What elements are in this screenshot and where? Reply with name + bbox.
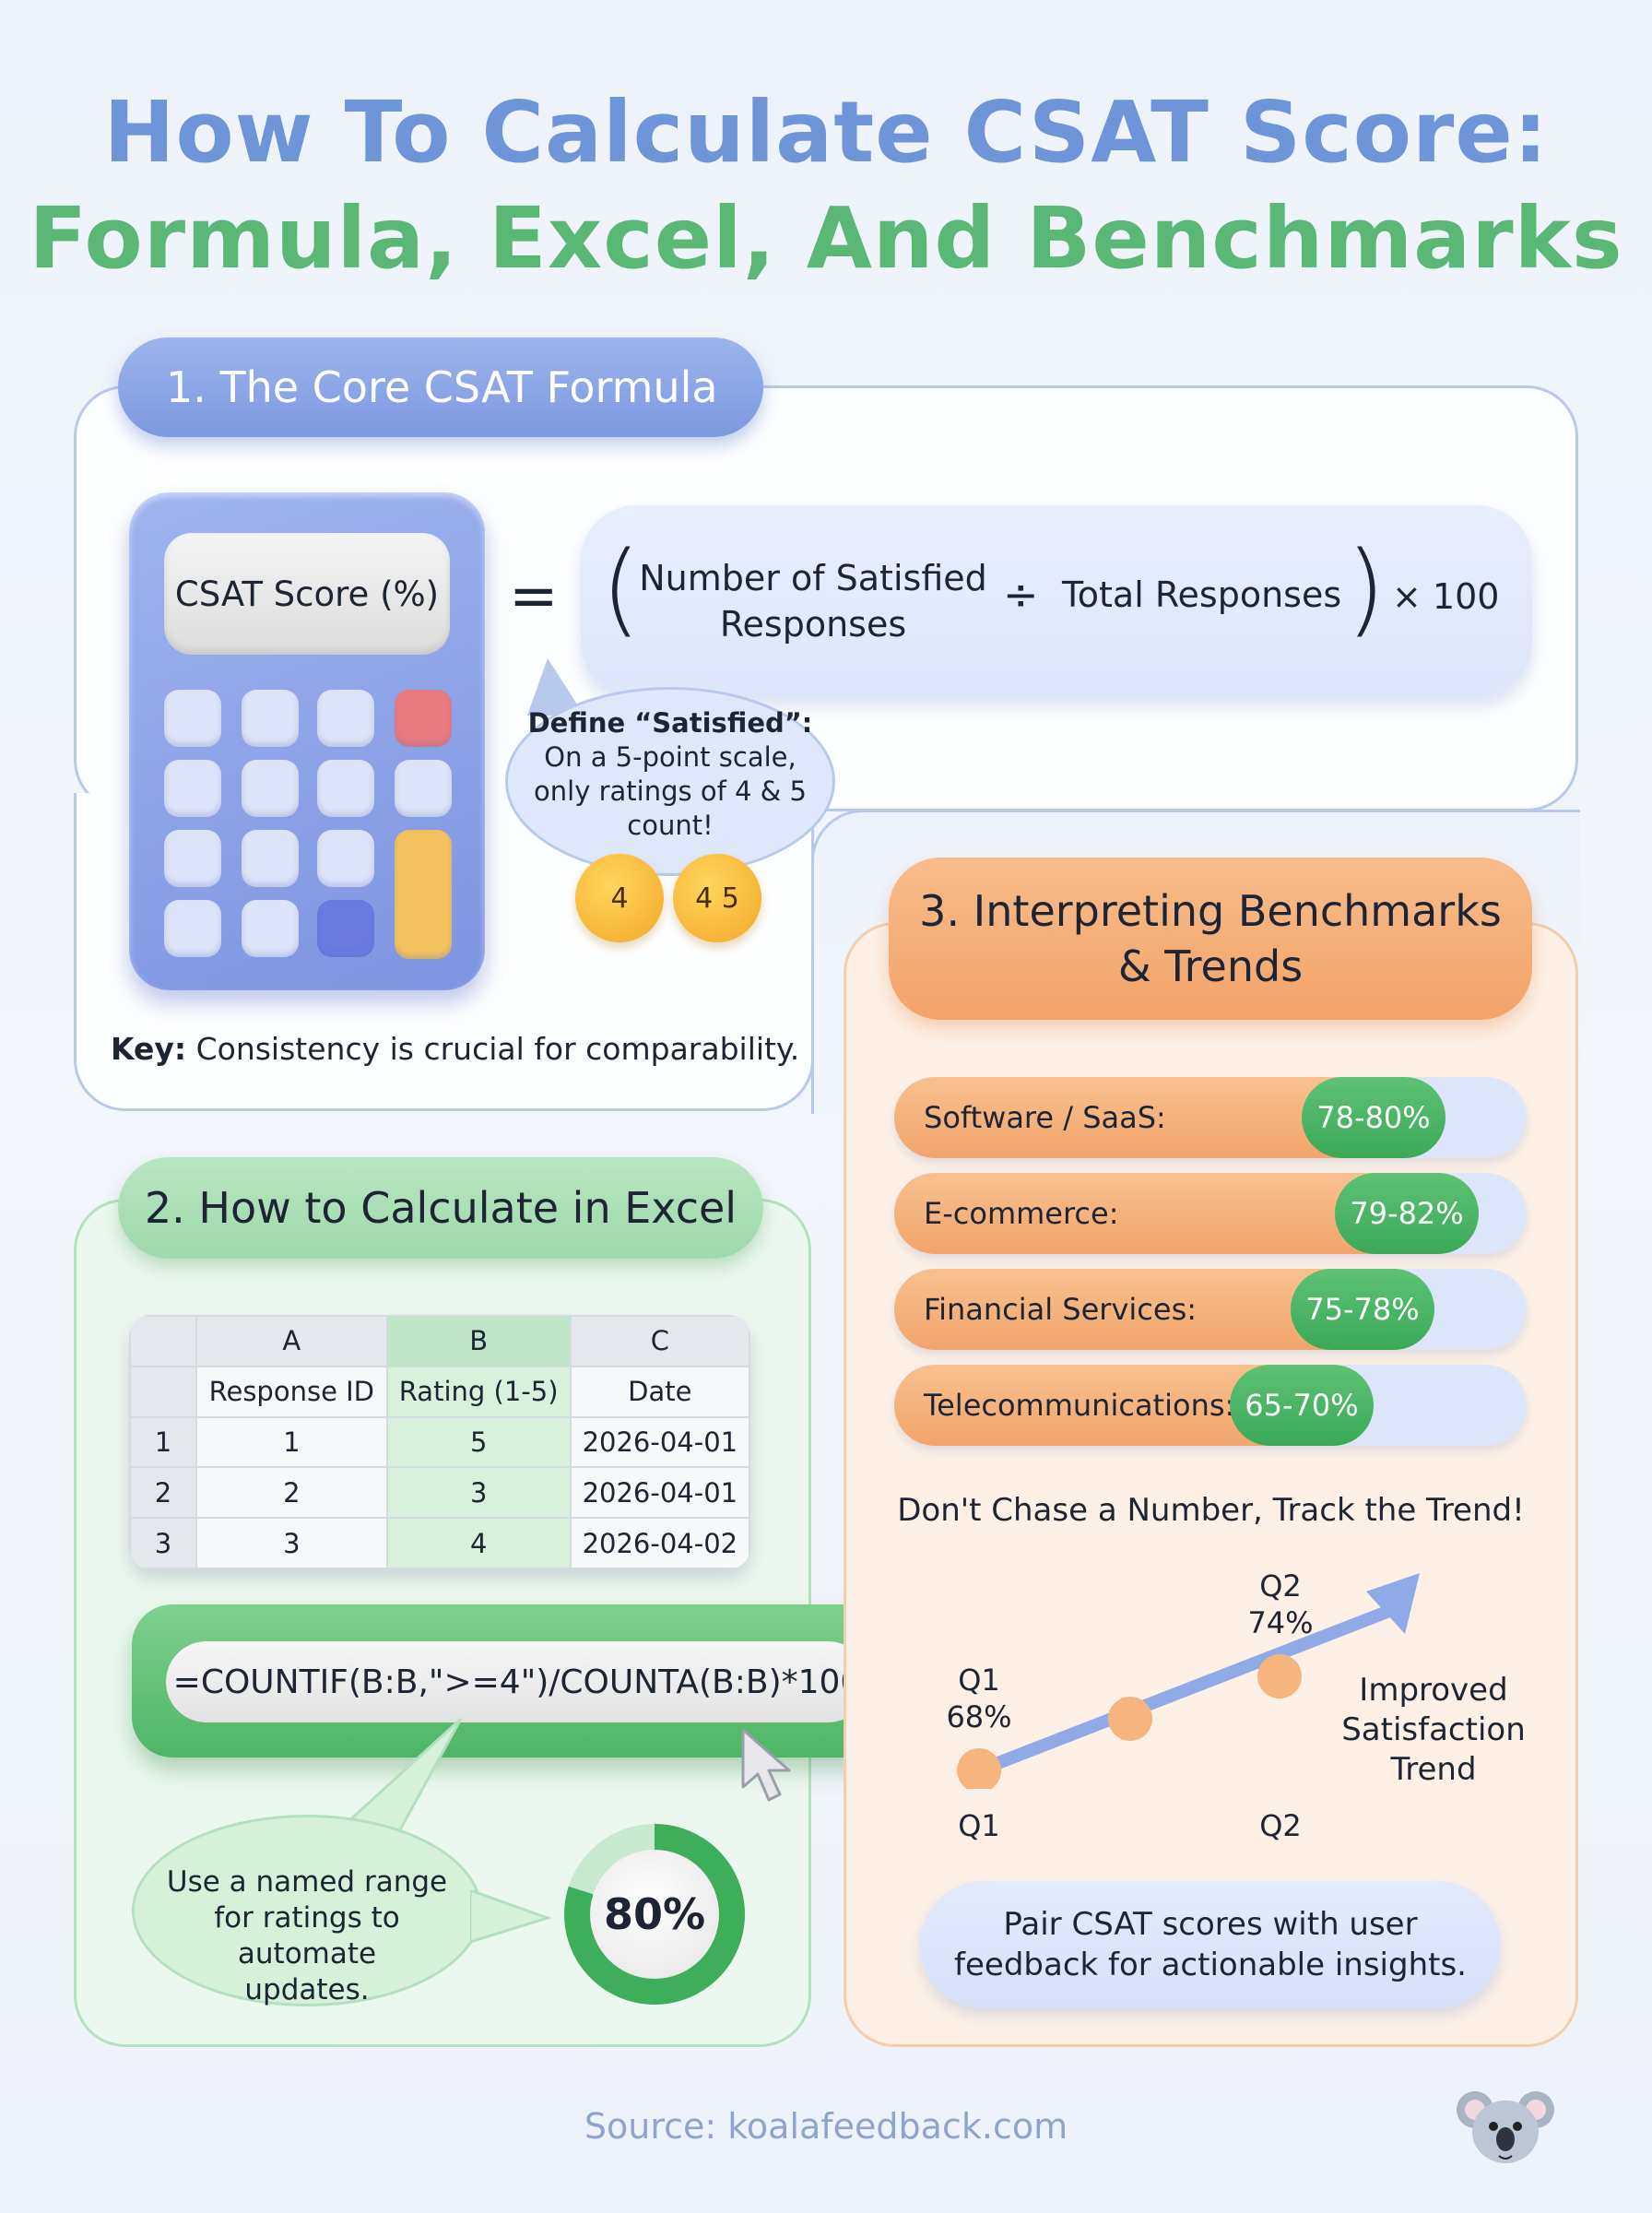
result-value: 80% <box>590 1850 719 1979</box>
divide-sign: ÷ <box>1003 570 1039 620</box>
calculator-key <box>164 830 221 887</box>
section3-heading: 3. Interpreting Benchmarks & Trends <box>889 858 1532 1020</box>
trend-point-q1 <box>957 1748 1001 1789</box>
section2-heading: 2. How to Calculate in Excel <box>118 1157 763 1259</box>
trend-arrow-icon <box>1366 1573 1420 1634</box>
table-cell[interactable]: 2026-04-01 <box>569 1415 750 1469</box>
col-letter-b[interactable]: B <box>385 1315 572 1367</box>
calculator-key-clear <box>395 690 452 747</box>
row-number[interactable]: 3 <box>129 1517 197 1569</box>
benchmark-label: Telecommunications: <box>924 1388 1235 1423</box>
header-cell[interactable]: Date <box>569 1365 750 1418</box>
benchmark-badge: 78-80% <box>1302 1077 1446 1158</box>
trend-point-mid <box>1108 1697 1152 1741</box>
trend-title: Don't Chase a Number, Track the Trend! <box>897 1492 1525 1529</box>
column-letters-row: A B C <box>129 1315 750 1367</box>
benchmark-label: Financial Services: <box>924 1292 1198 1327</box>
table-cell[interactable]: 3 <box>195 1517 388 1569</box>
grin-emoji-icon: 4 5 <box>673 854 761 942</box>
header-cell[interactable]: Response ID <box>195 1365 388 1418</box>
benchmark-row-ecommerce: E-commerce: 79-82% <box>894 1173 1527 1254</box>
calculator-key <box>242 690 299 747</box>
calculator-key <box>164 900 221 957</box>
formula-multiplier: × 100 <box>1392 576 1500 617</box>
row-number <box>129 1365 197 1418</box>
calculator-key <box>317 900 374 957</box>
close-paren: ) <box>1346 529 1386 647</box>
table-cell[interactable]: 2026-04-01 <box>569 1466 750 1520</box>
table-cell[interactable]: 2 <box>195 1466 388 1520</box>
spreadsheet: A B C Response ID Rating (1-5) Date 1 1 … <box>129 1315 750 1569</box>
table-row: 1 1 5 2026-04-01 <box>129 1415 750 1469</box>
page-title-line2: Formula, Excel, And Benchmarks <box>29 189 1623 288</box>
calculator-key <box>317 830 374 887</box>
table-cell[interactable]: 4 <box>385 1517 572 1569</box>
benchmark-badge: 75-78% <box>1291 1269 1434 1350</box>
trend-point-q2 <box>1257 1654 1302 1698</box>
calculator-key <box>242 830 299 887</box>
header-row: Response ID Rating (1-5) Date <box>129 1365 750 1418</box>
trend-caption: Improved Satisfaction Trend <box>1341 1672 1526 1788</box>
trend-point2-label: Q2 74% <box>1247 1568 1314 1640</box>
source-credit[interactable]: Source: koalafeedback.com <box>584 2106 1068 2147</box>
table-row: 2 2 3 2026-04-01 <box>129 1466 750 1520</box>
table-row: 3 3 4 2026-04-02 <box>129 1517 750 1569</box>
bubble-pointer <box>470 1890 552 1944</box>
calculator-key <box>164 690 221 747</box>
trend-line <box>973 1600 1408 1777</box>
table-cell[interactable]: 5 <box>385 1415 572 1469</box>
calculator-key <box>317 690 374 747</box>
open-paren: ( <box>601 529 641 647</box>
calculator-key <box>164 760 221 817</box>
formula-box <box>581 505 1532 697</box>
calculator-screen: CSAT Score (%) <box>164 533 450 655</box>
benchmark-badge: 79-82% <box>1335 1173 1479 1254</box>
benchmark-row-software: Software / SaaS: 78-80% <box>894 1077 1527 1158</box>
formula-numerator: Number of Satisfied Responses <box>639 558 987 645</box>
corner-cell <box>129 1315 197 1367</box>
calculator-key <box>395 760 452 817</box>
col-letter-c[interactable]: C <box>569 1315 750 1367</box>
koala-logo-icon <box>1457 2091 1554 2163</box>
spreadsheet-table: A B C Response ID Rating (1-5) Date 1 1 … <box>129 1315 750 1569</box>
col-letter-a[interactable]: A <box>195 1315 388 1367</box>
page-title-line1: How To Calculate CSAT Score: <box>103 83 1549 182</box>
formula-denominator: Total Responses <box>1062 574 1342 615</box>
table-cell[interactable]: 2026-04-02 <box>569 1517 750 1569</box>
table-cell[interactable]: 3 <box>385 1466 572 1520</box>
smile-emoji-icon: 4 <box>575 854 664 942</box>
section1-heading: 1. The Core CSAT Formula <box>118 337 763 437</box>
excel-formula[interactable]: =COUNTIF(B:B,">=4")/COUNTA(B:B)*100 <box>166 1641 868 1722</box>
pair-feedback-box: Pair CSAT scores with user feedback for … <box>920 1881 1501 2008</box>
row-number[interactable]: 2 <box>129 1466 197 1520</box>
row-number[interactable]: 1 <box>129 1415 197 1469</box>
named-range-tip-bubble <box>132 1815 482 2006</box>
calculator-key-equals <box>395 830 452 959</box>
trend-point1-label: Q1 68% <box>946 1663 1012 1734</box>
equals-sign: = <box>509 562 559 631</box>
benchmark-badge: 65-70% <box>1230 1365 1374 1446</box>
benchmark-row-telecom: Telecommunications: 65-70% <box>894 1365 1527 1446</box>
trend-axis-q2: Q2 <box>1259 1808 1302 1843</box>
calculator-key <box>242 900 299 957</box>
satisfied-definition-bubble <box>505 687 835 876</box>
trend-chart <box>957 1573 1420 1789</box>
benchmark-label: Software / SaaS: <box>924 1100 1166 1135</box>
cursor-icon <box>741 1728 791 1802</box>
trend-axis-q1: Q1 <box>958 1808 1000 1843</box>
calculator-key <box>317 760 374 817</box>
header-cell[interactable]: Rating (1-5) <box>385 1365 572 1418</box>
satisfied-definition-text: Define “Satisfied”: On a 5-point scale, … <box>527 707 813 841</box>
benchmark-label: E-commerce: <box>924 1196 1119 1231</box>
calculator-key <box>242 760 299 817</box>
key-note: Key: Consistency is crucial for comparab… <box>111 1031 800 1067</box>
benchmark-row-financial: Financial Services: 75-78% <box>894 1269 1527 1350</box>
named-range-tip-text: Use a named range for ratings to automat… <box>166 1865 448 2006</box>
table-cell[interactable]: 1 <box>195 1415 388 1469</box>
